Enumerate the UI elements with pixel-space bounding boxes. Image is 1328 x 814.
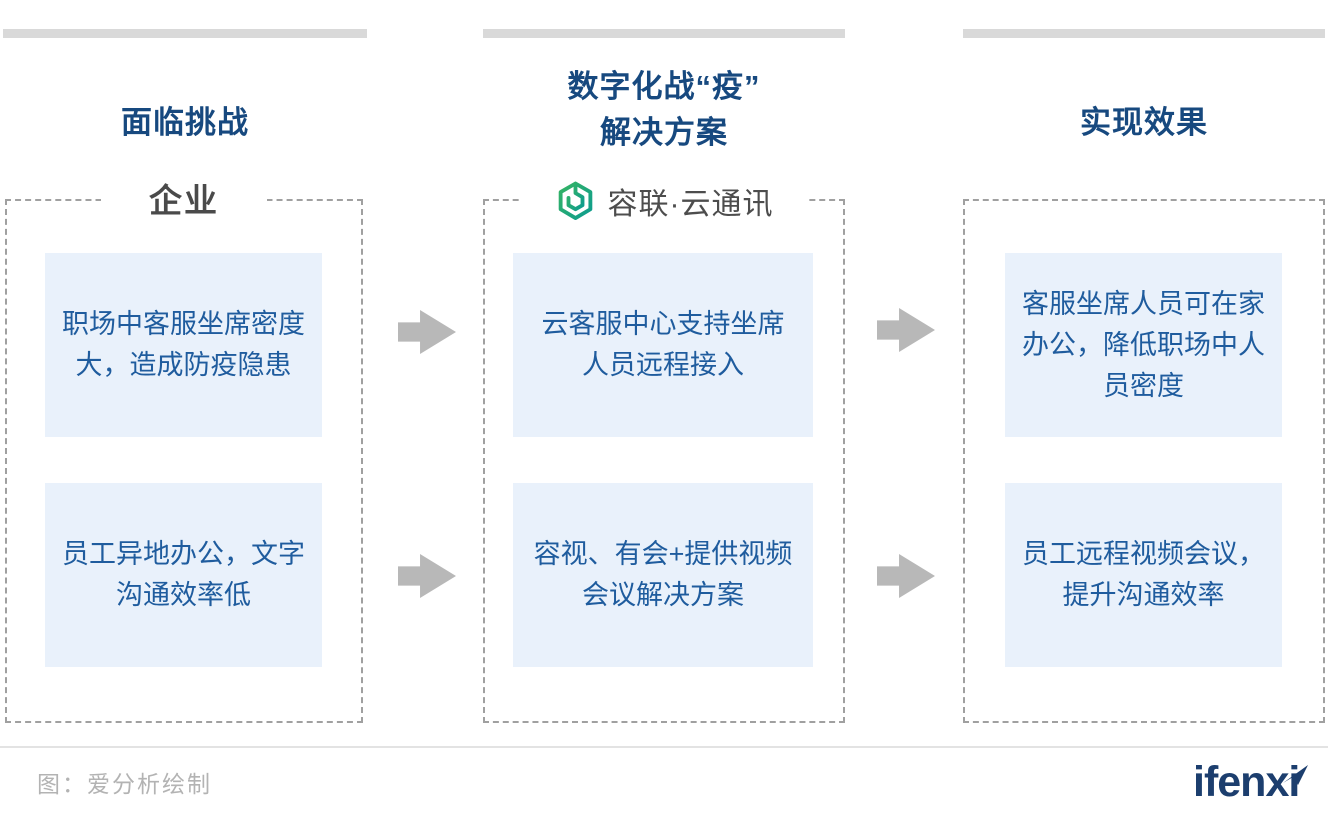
column3-topbar — [963, 29, 1325, 38]
column1-header: 面临挑战 — [121, 105, 249, 140]
challenge-box-1: 职场中客服坐席密度大，造成防疫隐患 — [45, 253, 322, 437]
challenge-box-2: 员工异地办公，文字沟通效率低 — [45, 483, 322, 667]
ifenxi-arrow-icon — [1281, 749, 1311, 798]
arrow-right-icon — [877, 554, 935, 598]
source-caption: 图：爱分析绘制 — [37, 771, 212, 797]
solution-box-1: 云客服中心支持坐席人员远程接入 — [513, 253, 813, 437]
ifenxi-logo: ifenxi — [1193, 758, 1309, 807]
column1-topbar — [3, 29, 367, 38]
ronglian-logo: 容联·云通讯 — [522, 179, 806, 223]
arrow-right-icon — [877, 308, 935, 352]
result-box-1: 客服坐席人员可在家办公，降低职场中人员密度 — [1005, 253, 1282, 437]
column2-topbar — [483, 29, 845, 38]
column2-header-line1: 数字化战“疫” — [567, 69, 761, 104]
arrow-right-icon — [398, 554, 456, 598]
enterprise-label: 企业 — [101, 174, 267, 222]
column2-header-line2: 解决方案 — [600, 115, 728, 150]
arrow-right-icon — [398, 310, 456, 354]
ifenxi-logo-text: ifenxi — [1193, 758, 1300, 806]
footer-divider — [0, 746, 1328, 748]
ronglian-logo-text: 容联·云通讯 — [607, 188, 774, 221]
column3-dashed-container — [963, 199, 1325, 723]
solution-box-2: 容视、有会+提供视频会议解决方案 — [513, 483, 813, 667]
column2-header: 数字化战“疫” 解决方案 — [483, 64, 845, 156]
ronglian-hexagon-icon — [555, 180, 597, 222]
result-box-2: 员工远程视频会议，提升沟通效率 — [1005, 483, 1282, 667]
column3-header: 实现效果 — [1080, 105, 1208, 140]
